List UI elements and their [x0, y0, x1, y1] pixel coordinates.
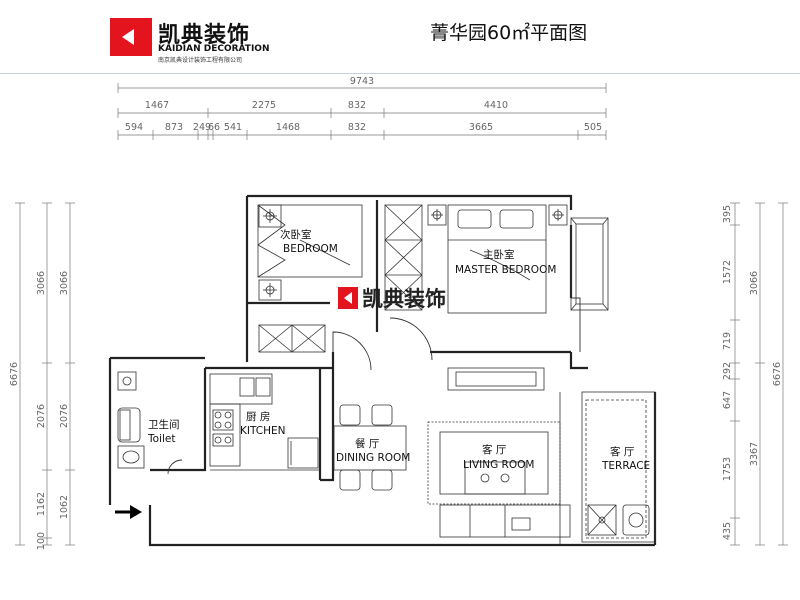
dim-top-row2-8: 505 [584, 122, 602, 133]
dim-top-row2-1: 873 [165, 122, 183, 133]
bedroom-furniture [257, 204, 363, 353]
terrace-fixtures [581, 391, 656, 543]
dim-right-mid-1: 3367 [749, 442, 760, 466]
dim-left-inner-2: 1062 [59, 495, 70, 519]
room-bedroom-cn: 次卧室 [280, 228, 312, 241]
brand-company-name: 南京凯典设计装饰工程有限公司 [158, 57, 243, 64]
dining-furniture [333, 404, 407, 491]
bathroom-fixtures [117, 371, 145, 469]
dim-left-mid-3: 100 [36, 532, 47, 550]
brand-name-en: KAIDIAN DECORATION [158, 44, 270, 54]
dim-right-inner-1: 1572 [722, 260, 733, 284]
logo-mark-icon [110, 18, 152, 56]
room-living-en: LIVING ROOM [463, 459, 534, 471]
room-dining-en: DINING ROOM [336, 452, 410, 464]
dim-left-mid-1: 2076 [36, 404, 47, 428]
room-bath-en: Toilet [147, 433, 175, 445]
page-title: 菁华园60㎡平面图 [430, 22, 588, 44]
header-divider [0, 73, 800, 74]
dim-left-inner-0: 3066 [59, 271, 70, 295]
dim-top-row2-0: 594 [125, 122, 143, 133]
dim-top-row2-4: 541 [224, 122, 242, 133]
brand-logo: 凯典装饰 KAIDIAN DECORATION 南京凯典设计装饰工程有限公司 [110, 18, 270, 64]
dim-top-row1-2: 832 [348, 100, 366, 111]
dim-right-inner-0: 395 [722, 205, 733, 223]
room-master-cn: 主卧室 [483, 248, 515, 261]
dim-right-inner-3: 292 [722, 362, 733, 380]
dim-right-inner-2: 719 [722, 332, 733, 350]
brand-name-cn: 凯典装饰 [158, 23, 251, 48]
doors [167, 297, 581, 475]
room-living-cn: 客 厅 [482, 443, 506, 456]
dim-top-row2-2: 249 [193, 122, 211, 133]
master-bay-window [570, 217, 609, 311]
living-furniture [427, 367, 571, 545]
room-bedroom-en: BEDROOM [283, 243, 338, 255]
left-dimension-lines [15, 202, 75, 546]
room-kitchen-cn: 厨 房 [246, 410, 270, 423]
dim-left-mid-2: 1162 [36, 492, 47, 516]
dim-top-row1-1: 2275 [252, 100, 276, 111]
dim-left-mid-0: 3066 [36, 271, 47, 295]
right-dimension-lines [730, 202, 788, 546]
kitchen-fixtures [209, 373, 320, 471]
room-master-en: MASTER BEDROOM [455, 264, 556, 276]
watermark-text: 凯典装饰 [362, 287, 446, 311]
dim-right-outer-0: 6676 [772, 362, 783, 386]
master-furniture [384, 204, 568, 314]
dim-top-row2-6: 832 [348, 122, 366, 133]
dim-top-total: 9743 [350, 76, 374, 87]
room-kitchen-en: KITCHEN [240, 425, 286, 437]
dim-right-mid-0: 3066 [749, 271, 760, 295]
dim-top-row2-3: 66 [208, 122, 220, 133]
top-dimension-lines [117, 83, 607, 140]
walls [108, 194, 657, 547]
dim-top-row2-7: 3665 [469, 122, 493, 133]
room-terrace-cn: 客 厅 [610, 445, 634, 458]
dim-top-row2-5: 1468 [276, 122, 300, 133]
room-bath-cn: 卫生间 [148, 418, 180, 431]
dim-right-inner-5: 1753 [722, 457, 733, 481]
room-dining-cn: 餐 厅 [355, 437, 379, 450]
dim-top-row1-0: 1467 [145, 100, 169, 111]
dim-left-outer-0: 6676 [9, 362, 20, 386]
dim-right-inner-6: 435 [722, 522, 733, 540]
entry-arrow-icon [115, 505, 142, 519]
dim-right-inner-4: 647 [722, 391, 733, 409]
room-terrace-en: TERRACE [601, 460, 650, 472]
watermark: 凯典装饰 [338, 287, 446, 311]
dim-top-row1-3: 4410 [484, 100, 508, 111]
dim-left-inner-1: 2076 [59, 404, 70, 428]
